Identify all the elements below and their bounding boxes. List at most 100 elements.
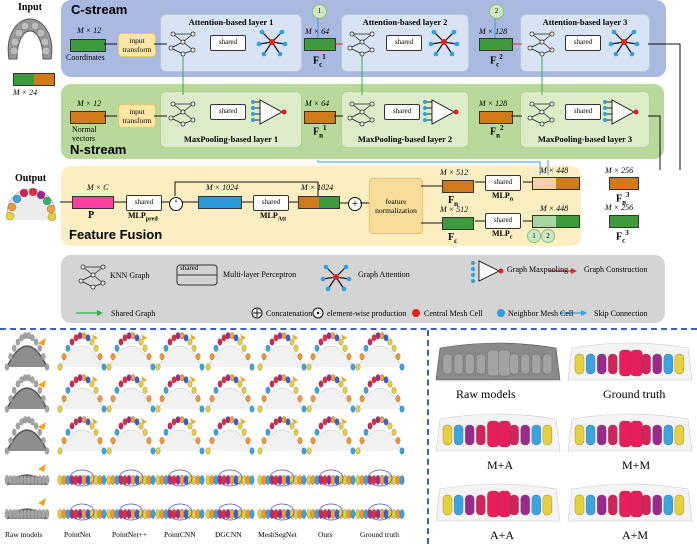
ablation-tooth (453, 494, 464, 516)
tooth-mark (37, 475, 42, 485)
tooth-mark (57, 475, 63, 485)
tooth-mark (217, 338, 223, 346)
scan-r3-c0 (4, 474, 50, 486)
tooth-mark (375, 332, 381, 340)
mlp-c-text: MLP (492, 229, 510, 238)
mlp-att-label: MLPAtt (260, 211, 286, 223)
ablation-tooth (487, 349, 500, 377)
tooth-mark (395, 395, 401, 403)
tooth-mark (57, 405, 63, 413)
ablation-tooth (520, 494, 530, 516)
tooth-mark (81, 416, 87, 424)
tooth-mark (122, 509, 128, 519)
tooth-mark (110, 509, 116, 519)
tooth-mark (130, 475, 136, 485)
tooth-mark (69, 338, 75, 346)
fn1-label: Fn1 (313, 124, 327, 139)
maxpool-layer-1-title: MaxPooling-based layer 1 (183, 134, 279, 144)
shared-mlp-att2: shared (386, 35, 422, 51)
tooth-mark (81, 332, 87, 340)
ablation-tooth (674, 353, 685, 375)
tooth-mark (233, 509, 239, 519)
tooth-mark (261, 353, 267, 361)
tooth-mark (346, 437, 352, 445)
scan-r2-c1 (57, 416, 107, 455)
tooth-mark (293, 475, 299, 485)
tooth-mark (106, 509, 112, 519)
tooth-mark (383, 475, 389, 485)
tooth-mark (281, 416, 287, 424)
tooth-mark (342, 475, 348, 485)
tooth-mark (150, 447, 156, 455)
f3c-feature (609, 215, 639, 228)
tooth-mark (77, 374, 83, 382)
tooth-mark (375, 475, 381, 485)
tooth-mark (395, 353, 401, 361)
tooth-mark (85, 334, 91, 342)
ablation-tooth (652, 494, 662, 516)
f3c-sup: 3 (625, 229, 629, 237)
tooth-mark (4, 405, 10, 413)
tooth-mark (399, 475, 405, 485)
tooth-mark (359, 509, 365, 519)
ablation-tooth (674, 424, 685, 446)
tooth-mark (93, 344, 99, 352)
tooth-mark (310, 475, 316, 485)
c-m12-label: M × 12 (77, 26, 102, 35)
tooth-mark (221, 376, 227, 384)
tooth-mark (363, 428, 369, 436)
tooth-mark (187, 380, 193, 388)
tooth-mark (205, 405, 211, 413)
circle-1-f: 1 (527, 229, 541, 243)
tooth-mark (387, 422, 393, 430)
tooth-mark (391, 386, 397, 394)
tooth-mark (277, 374, 283, 382)
tooth-mark (179, 475, 185, 485)
tooth-mark (314, 344, 320, 352)
fc2-sup: 2 (499, 53, 503, 61)
tooth-mark (301, 363, 307, 371)
tooth-mark (142, 509, 148, 519)
feature-normalization-box: feature normalization (369, 178, 423, 234)
highlight-arrow-icon (141, 418, 147, 424)
tooth-mark (8, 475, 13, 485)
tooth-mark (265, 509, 271, 519)
tooth-mark (41, 437, 46, 445)
fc1-dim-label: M × 64 (305, 27, 330, 36)
tooth-mark (33, 338, 39, 346)
scan-r0-c3 (155, 332, 205, 371)
mlp-c-label: MLPc (492, 229, 512, 241)
highlight-circle (217, 469, 243, 487)
tooth-mark (179, 374, 185, 382)
tooth-mark (350, 509, 356, 519)
tooth-mark (355, 475, 361, 485)
skip-connection-legend-icon (560, 310, 587, 316)
tooth-mark (233, 376, 239, 384)
tooth-mark (261, 395, 267, 403)
tooth-mark (379, 374, 385, 382)
highlight-arrow-icon (92, 418, 98, 424)
legend-panel (61, 255, 665, 323)
tooth-mark (318, 380, 324, 388)
tooth-mark (159, 395, 165, 403)
tooth-mark (359, 395, 365, 403)
raw-arrow-icon (38, 498, 46, 506)
highlight-arrow-icon (92, 334, 98, 340)
tooth-mark (330, 332, 336, 340)
tooth-mark (171, 475, 177, 485)
method-label-ours: Ours (318, 530, 333, 539)
scan-r3-c7 (355, 474, 405, 486)
tooth-mark (8, 437, 13, 445)
tooth-mark (310, 509, 316, 519)
tooth-mark (314, 475, 320, 485)
tooth-mark (334, 509, 340, 519)
flow-arrows (104, 18, 681, 170)
ablation-tooth (641, 494, 651, 516)
f3n-dim-label: M × 256 (605, 166, 634, 175)
tooth-mark (209, 395, 215, 403)
fn2-sup: 2 (500, 124, 504, 132)
method-label-meshsegnet: MeshSegNet (258, 530, 297, 539)
tooth-mark (163, 475, 169, 485)
tooth-mark (379, 332, 385, 340)
tooth-mark (342, 428, 348, 436)
